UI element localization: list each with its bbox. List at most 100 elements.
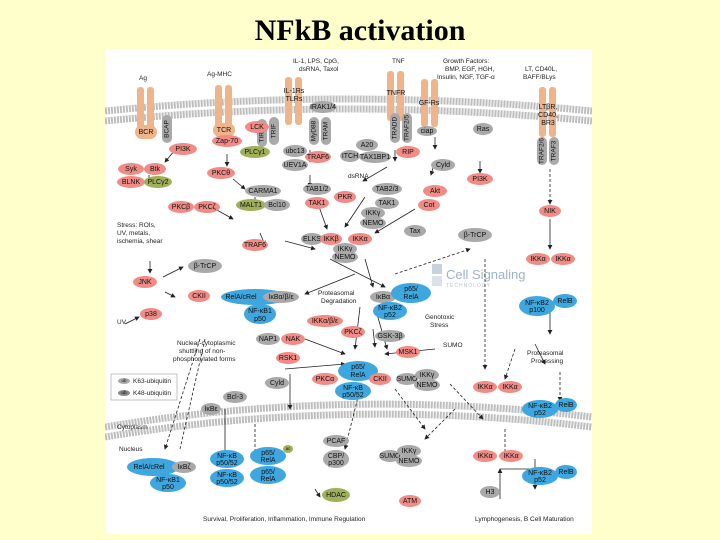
receptor-gfr: GF-Rs (419, 100, 440, 107)
node-pkc-theta: PKCθ (212, 170, 230, 177)
node-tak1-a: TAK1 (309, 200, 326, 207)
receptor-cd40: CD40, (538, 112, 558, 119)
node-nfkb2-n: NF-κB2 (528, 470, 552, 477)
node-ikk-alpha-r1: IKKα (530, 256, 545, 263)
node-ciap: ciap (421, 128, 434, 135)
node-rela-c: RelA (350, 372, 366, 379)
node-p5052-c: p50/52 (342, 392, 364, 399)
node-plcg2: PLCγ2 (147, 179, 168, 186)
receptor-ltbr: LTβR, (539, 104, 558, 111)
label-shuttle-1: Nuclear-cytoplasmic (177, 340, 236, 347)
label-pp-2: Processing (531, 358, 564, 365)
nuclear-membrane (105, 400, 592, 441)
node-nemo-top: NEMO (363, 220, 385, 227)
node-nemo: NEMO (335, 254, 357, 261)
node-jnk: JNK (138, 279, 152, 286)
adaptor-bcap: BCAP (164, 120, 171, 138)
node-p52-r: p52 (534, 410, 546, 417)
node-ikk-alpha-r2: IKKα (555, 256, 570, 263)
label-prot-2: Degradation (321, 298, 357, 305)
node-pkc-zeta-1: PKCζ (198, 204, 215, 211)
node-ikk-gamma-top: IKKγ (366, 210, 381, 217)
stimulus-tnf: TNF (392, 58, 405, 65)
node-nfkb1-n: NF-κB1 (156, 477, 180, 484)
node-pcaf: PCAF (327, 438, 346, 445)
node-rip: RIP (402, 149, 414, 156)
watermark-sub: TECHNOLOGY (446, 283, 491, 289)
node-ikk-abe: IKKα/β/ε (312, 318, 338, 325)
receptors: BCR TCR IL-1Rs TLRs TNFR GF-Rs LTβR, CD4… (135, 71, 558, 139)
node-rsk1: RSK1 (279, 355, 297, 362)
label-stress-2: UV, metals, (117, 230, 150, 237)
node-nfkb-c: NF-κB (343, 385, 363, 392)
node-atm: ATM (403, 498, 417, 505)
receptor-bcr: BCR (139, 129, 154, 136)
plasma-membrane (105, 95, 592, 125)
node-cot: Cot (424, 202, 435, 209)
adaptor-myd88: MyD88 (311, 120, 318, 141)
legend-k48: K48-ubiquitin (133, 390, 171, 397)
node-tab23: TAB2/3 (376, 186, 399, 193)
pathway-svg: Cell Signaling TECHNOLOGY Ag Ag-MHC IL-1… (105, 58, 592, 523)
stimulus-ag: Ag (139, 75, 147, 82)
adaptor-tirap: TIRAP (259, 123, 266, 142)
label-shuttle-2: shuttling of non- (179, 348, 225, 355)
node-ckii-center: CKII (373, 376, 387, 383)
receptor-tlr: TLRs (286, 96, 303, 103)
node-btrcp-left: β-TrCP (194, 263, 217, 270)
stimulus-il1b: dsRNA, Taxol (299, 66, 339, 73)
stimuli-labels: Ag Ag-MHC IL-1, LPS, CpG, dsRNA, Taxol T… (139, 58, 557, 82)
node-nfkb-b: NF-κB (217, 472, 237, 479)
node-sumo: SUMO (397, 376, 419, 383)
node-nemo-s: NEMO (417, 382, 439, 389)
node-p5052-b: p50/52 (216, 479, 238, 486)
node-itch: ITCH (342, 153, 358, 160)
adaptor-traf26: TRAF2/6 (539, 138, 546, 164)
node-nfkb2-r: NF-κB2 (525, 300, 549, 307)
node-btk: Btk (150, 166, 161, 173)
node-pi3k-right: PI3K (472, 176, 488, 183)
legend-k63: K63-ubiquitin (133, 378, 171, 385)
label-sumo: SUMO (443, 342, 463, 349)
node-rela-n2: RelA (260, 457, 276, 464)
node-p52-n: p52 (534, 477, 546, 484)
receptor-il1r: IL-1Rs (284, 88, 305, 95)
node-ikk-alpha-n2: IKKα (503, 453, 518, 460)
node-ikk-gamma-n: IKKγ (402, 448, 417, 455)
receptor-br3: BR3 (541, 120, 555, 127)
label-shuttle-3: phosphorylated forms (173, 356, 236, 363)
label-dsrna: dsRNA (348, 173, 369, 180)
node-ikb-epsilon: IκBε (204, 406, 217, 413)
node-uev1a: UEV1A (284, 162, 307, 169)
receptor-tnfr: TNFR (387, 90, 406, 97)
adaptor-traf25: TRAF2/5 (404, 115, 411, 141)
label-cytoplasm: Cytoplasm (117, 424, 148, 431)
label-geno-1: Genotoxic (425, 314, 455, 321)
label-stress-1: Stress: ROIs, (117, 222, 156, 229)
adaptor-tram: TRAM (323, 122, 330, 140)
pathway-diagram: Cell Signaling TECHNOLOGY Ag Ag-MHC IL-1… (105, 49, 592, 534)
node-msk1: MSK1 (398, 349, 417, 356)
node-p65-c: p65/ (351, 364, 365, 371)
node-akt: Akt (430, 188, 440, 195)
stimulus-agmhc: Ag-MHC (207, 71, 232, 78)
node-tax1bp1: TAX1BP1 (360, 154, 390, 161)
adaptor-tradd: TRADD (392, 117, 399, 140)
legend-ub-1: ub (121, 378, 127, 383)
label-prot-1: Proteasomal (318, 290, 355, 297)
node-nfkb-a: NF-κB (217, 453, 237, 460)
node-ikk-alpha-l1: IKKα (477, 384, 492, 391)
node-tab12: TAB1/2 (306, 186, 329, 193)
node-ikk-gamma: IKKγ (338, 246, 353, 253)
node-bcl10: Bcl10 (268, 202, 286, 209)
node-ikb-abe: IκBα/β/ε (268, 294, 293, 301)
node-btrcp-right: β-TrCP (464, 232, 487, 239)
node-pkc-beta: PKCβ (172, 204, 190, 211)
node-p100: p100 (529, 307, 545, 314)
node-p300: p300 (328, 460, 344, 467)
stimulus-il1: IL-1, LPS, CpG, (293, 58, 339, 65)
node-pkc-zeta-2: PKCζ (344, 329, 361, 336)
node-nfkb1: NF-κB1 (248, 308, 272, 315)
node-nfkb2-r2: NF-κB2 (528, 403, 552, 410)
node-tax: Tax (410, 228, 421, 235)
